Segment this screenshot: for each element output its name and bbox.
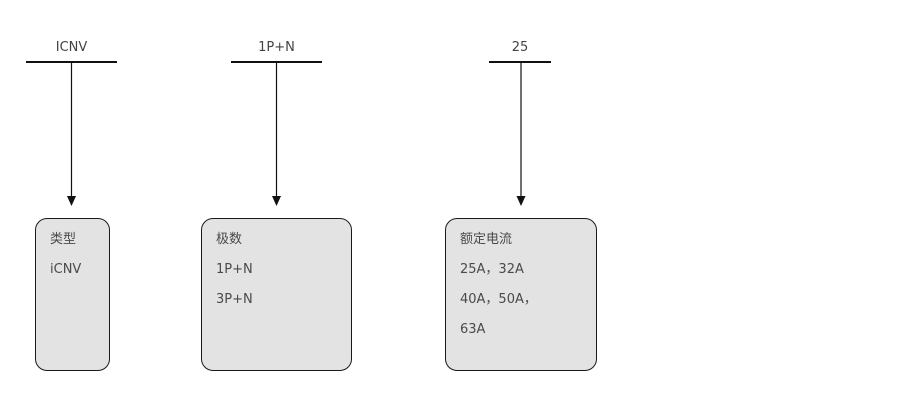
arrowhead-2: [272, 196, 281, 206]
rated-current-box: 额定电流 25A，32A 40A，50A， 63A: [445, 218, 597, 371]
poles-box-line: 1P+N: [216, 262, 253, 277]
type-box-title: 类型: [50, 232, 77, 247]
arrowhead-3: [516, 196, 526, 206]
poles-box-line: 3P+N: [216, 292, 253, 307]
rated-current-box-line: 40A，50A，: [460, 292, 537, 307]
code-label-type: ICNV: [55, 40, 88, 55]
arrowhead-1: [67, 196, 76, 206]
code-label-poles: 1P+N: [258, 40, 295, 55]
type-box-line: iCNV: [50, 262, 82, 277]
rated-current-box-line: 25A，32A: [460, 262, 524, 277]
code-label-current: 25: [511, 40, 529, 55]
rated-current-box-title: 额定电流: [460, 232, 513, 247]
poles-box: 极数 1P+N 3P+N: [201, 218, 352, 371]
poles-box-title: 极数: [216, 232, 243, 247]
rated-current-box-line: 63A: [460, 322, 486, 337]
type-box: 类型 iCNV: [35, 218, 110, 371]
